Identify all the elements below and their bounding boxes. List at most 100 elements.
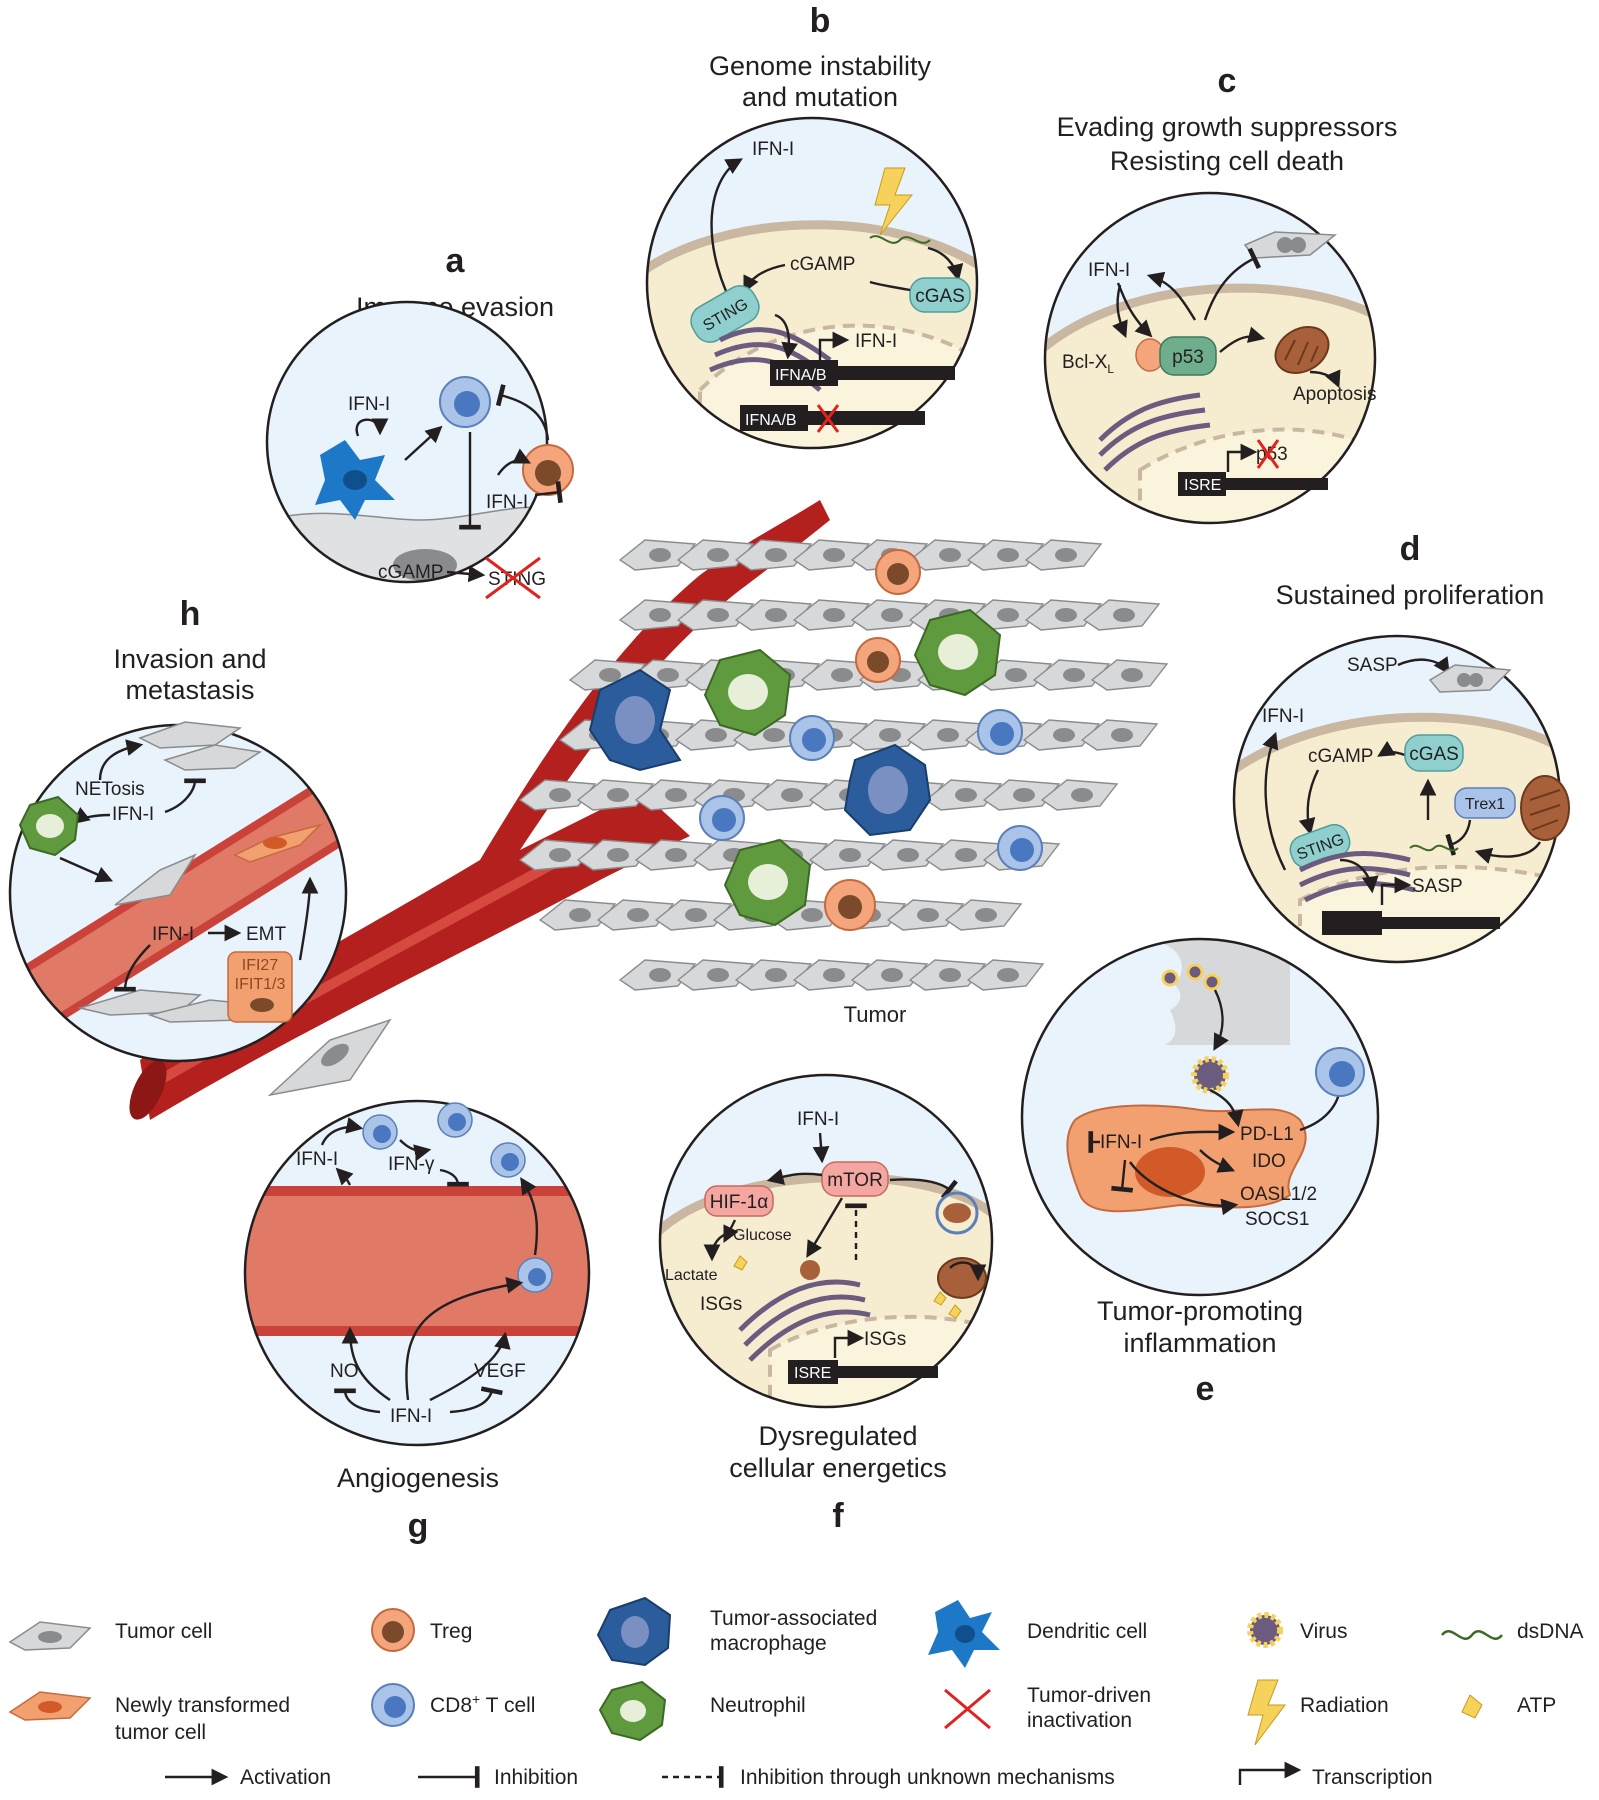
tumor-macrophage [843, 743, 932, 837]
panel-a-ifn1-top: IFN-I [348, 394, 390, 415]
tumor-cell-nucleus [685, 908, 707, 922]
panel-b-sting: STING [690, 285, 760, 343]
inactivation-x-icon [816, 404, 840, 433]
panel-c-ifn1: IFN-I [1088, 260, 1130, 281]
svg-text:dsDNA: dsDNA [1517, 1620, 1584, 1643]
panel-d-title: Sustained proliferation [1276, 580, 1545, 610]
svg-text:Inhibition: Inhibition [494, 1766, 578, 1789]
inactivation-x-icon [1256, 439, 1280, 469]
panel-e-letter: e [1196, 1370, 1215, 1408]
legend-atp: ATP [1461, 1694, 1556, 1719]
legend: Tumor cell Treg Tumor-associated macroph… [8, 1596, 1584, 1789]
svg-text:ATP: ATP [1517, 1694, 1556, 1717]
panel-d-cgamp: cGAMP [1308, 746, 1373, 767]
tumor-cd8 [789, 715, 835, 761]
panel-b-cgas: cGAS [909, 277, 971, 313]
tumor-cell-nucleus [707, 968, 729, 982]
panel-h-new-tumor-cell [233, 823, 323, 863]
tumor-cell-nucleus [823, 548, 845, 562]
panel-h-ifi-cell: IFI27 IFIT1/3 [227, 951, 293, 1023]
tumor-cell-nucleus [549, 788, 571, 802]
tumor-cell-nucleus [997, 548, 1019, 562]
svg-text:tumor cell: tumor cell [115, 1721, 206, 1744]
svg-text:Transcription: Transcription [1312, 1766, 1433, 1789]
tumor-cell-nucleus [657, 668, 679, 682]
tumor-cell-nucleus [649, 968, 671, 982]
tumor-macrophage [588, 668, 682, 772]
svg-text:IFIT1/3: IFIT1/3 [235, 976, 286, 993]
panel-f-ifn1: IFN-I [797, 1109, 839, 1130]
tumor-cell-nucleus [649, 548, 671, 562]
tumor-cell-nucleus [765, 968, 787, 982]
panel-e-virus-icons [1161, 963, 1221, 991]
tumor-cell-nucleus [831, 668, 853, 682]
panel-g-ifn1-bottom: IFN-I [390, 1406, 432, 1427]
panel-f-mitochondrion [937, 1257, 987, 1299]
panel-h-ifn1-top: IFN-I [112, 804, 154, 825]
tumor-cell-nucleus [1013, 788, 1035, 802]
tumor-cell-nucleus [1005, 668, 1027, 682]
svg-text:p53: p53 [1172, 347, 1204, 368]
tumor-neutrophil [703, 648, 792, 737]
panel-b-dsdna-icon [869, 235, 931, 244]
panel-c-title-line2: Resisting cell death [1110, 146, 1344, 176]
tumor-cd8 [699, 795, 745, 841]
panel-f-glucose: Glucose [733, 1227, 792, 1244]
tumor-cell-nucleus [1071, 788, 1093, 802]
panel-e-ifn1: IFN-I [1100, 1132, 1142, 1153]
panel-e-ido: IDO [1252, 1151, 1286, 1172]
panel-d-sting: STING [1289, 823, 1351, 869]
panel-f-ribosome [800, 1260, 820, 1280]
panel-a: a Immune evasion IFN-I IFN-I cGAMP STING [265, 242, 574, 600]
tumor-cell-nucleus [879, 728, 901, 742]
legend-treg: Treg [371, 1608, 472, 1652]
panel-d-ifn1: IFN-I [1262, 706, 1304, 727]
panel-c-letter: c [1218, 62, 1237, 100]
legend-inhibition: Inhibition [418, 1766, 578, 1789]
panel-a-treg-cell [522, 444, 574, 496]
tumor-cell-nucleus [599, 668, 621, 682]
svg-text:Virus: Virus [1300, 1620, 1347, 1643]
tumor-cell-nucleus [1063, 668, 1085, 682]
panel-e-title-line1: Tumor-promoting [1097, 1296, 1303, 1326]
legend-macrophage: Tumor-associated macrophage [596, 1596, 877, 1667]
panel-g: IFN-I IFN-γ NO VEGF IFN-I Angiogenesis g [243, 1099, 591, 1545]
panel-f-mtor: mTOR [821, 1161, 889, 1197]
panel-e-socs1: SOCS1 [1245, 1209, 1309, 1230]
svg-text:Inhibition through unknown mec: Inhibition through unknown mechanisms [740, 1766, 1115, 1789]
panel-g-cd8-1 [362, 1114, 398, 1150]
tumor-cell-nucleus [939, 968, 961, 982]
panel-b: b Genome instability and mutation IFN-I … [645, 2, 979, 450]
tumor-cell-nucleus [823, 968, 845, 982]
tumor-label: Tumor [844, 1002, 907, 1027]
panel-g-title: Angiogenesis [337, 1463, 499, 1493]
legend-inactivation-x: Tumor-driven inactivation [944, 1684, 1151, 1732]
tumor-cell-nucleus [1121, 668, 1143, 682]
tumor-cell-nucleus [569, 908, 591, 922]
panel-d-letter: d [1400, 530, 1421, 568]
atp-icon [733, 1255, 748, 1271]
panel-e-pdl1: PD-L1 [1240, 1124, 1294, 1145]
panel-c-er [1098, 392, 1211, 472]
panel-e-virus [1191, 1056, 1229, 1094]
tumor-treg [855, 637, 901, 683]
svg-text:IFNA/B: IFNA/B [745, 412, 797, 429]
svg-text:Treg: Treg [430, 1620, 472, 1643]
tumor-cell-nucleus [1113, 608, 1135, 622]
panel-b-letter: b [810, 2, 831, 40]
panel-f-title-line2: cellular energetics [729, 1453, 947, 1483]
panel-c-apoptosis: Apoptosis [1293, 384, 1376, 405]
tumor-cell-nucleus [937, 728, 959, 742]
legend-tumor-cell: Tumor cell [8, 1620, 212, 1651]
svg-text:ISRE: ISRE [794, 1365, 831, 1382]
panel-e-title-line2: inflammation [1123, 1328, 1276, 1358]
tumor-cell-nucleus [707, 608, 729, 622]
tumor-cd8 [997, 825, 1043, 871]
panel-h-neutrophil [18, 795, 80, 857]
atp-icon [948, 1304, 962, 1319]
tumor-cell-nucleus [939, 548, 961, 562]
tumor-cell-nucleus [1111, 728, 1133, 742]
legend-virus: Virus [1247, 1612, 1347, 1648]
svg-text:Trex1: Trex1 [1465, 796, 1505, 813]
panel-a-cgamp: cGAMP [378, 562, 443, 583]
